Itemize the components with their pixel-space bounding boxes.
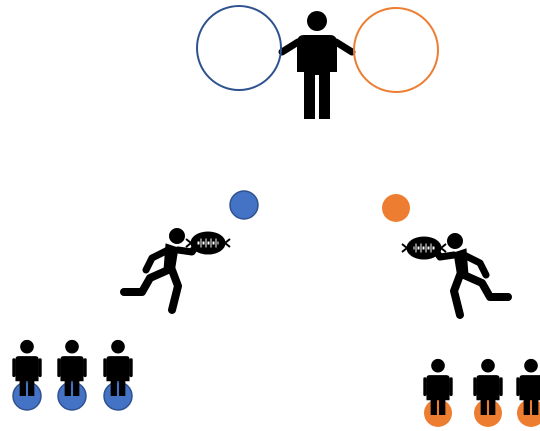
queue-player-left xyxy=(103,340,132,410)
queue-marker-left xyxy=(104,382,132,410)
center-figure-icon xyxy=(282,11,352,119)
queue-marker-left xyxy=(58,382,86,410)
queue-player-right xyxy=(473,359,502,427)
target-ring-left xyxy=(197,6,281,90)
cone-left xyxy=(230,191,258,219)
queue-player-left xyxy=(12,340,41,410)
cone-right xyxy=(382,194,410,222)
queue-marker-right xyxy=(474,399,502,427)
queue-player-right xyxy=(516,359,540,427)
queue-marker-right xyxy=(424,399,452,427)
queue-marker-left xyxy=(13,382,41,410)
runner-left-icon xyxy=(124,229,230,311)
target-ring-right xyxy=(354,8,438,92)
queue-player-right xyxy=(423,359,452,427)
queue-player-left xyxy=(57,340,86,410)
runner-right-icon xyxy=(402,234,508,316)
